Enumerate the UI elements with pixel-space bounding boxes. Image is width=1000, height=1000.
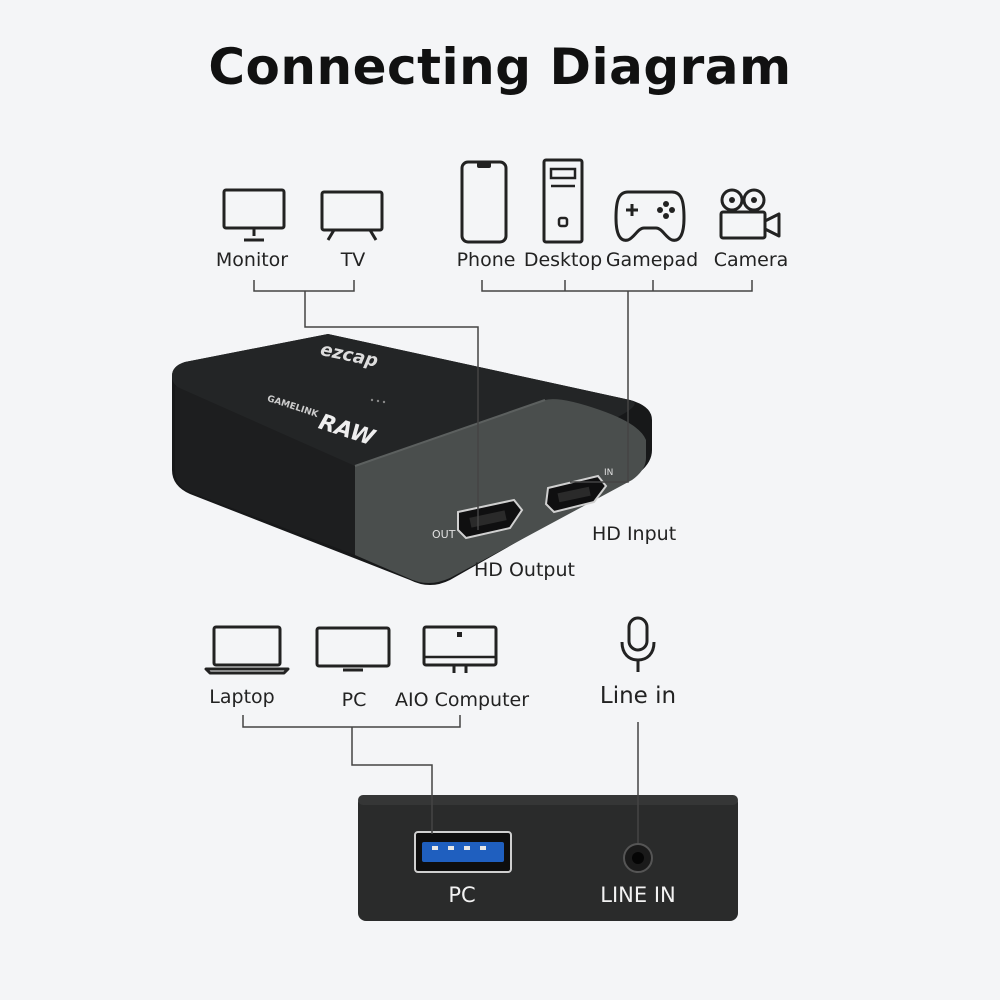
desktop-icon (542, 158, 584, 244)
tv-label: TV (340, 249, 366, 271)
camera-icon (718, 188, 782, 242)
line-in-audio-label: Line in (599, 683, 677, 709)
rear-panel-body (358, 795, 738, 921)
hd-input-label: HD Input (592, 523, 677, 545)
microphone-icon (618, 616, 658, 674)
camera-label: Camera (713, 249, 789, 271)
output-connector-line (253, 280, 479, 530)
line-in-jack (623, 843, 653, 873)
aio-computer-label: AIO Computer (394, 689, 530, 711)
pc-label: PC (341, 689, 367, 711)
usb-port-label: PC (448, 883, 476, 907)
input-connector-line (481, 280, 753, 483)
pc-monitor-icon (315, 626, 391, 674)
phone-label: Phone (456, 249, 516, 271)
out-port-tag: OUT (432, 528, 456, 541)
pc-connector-line (242, 715, 461, 834)
in-port-tag: IN (604, 468, 614, 478)
line-in-port-label: LINE IN (600, 883, 676, 907)
monitor-icon (222, 188, 286, 244)
gamepad-icon (614, 188, 686, 244)
laptop-label: Laptop (209, 686, 275, 708)
tv-icon (320, 190, 384, 244)
hd-output-label: HD Output (474, 559, 575, 581)
diagram-title: Connecting Diagram (208, 38, 792, 96)
usb-port (414, 831, 512, 873)
laptop-icon (204, 625, 290, 675)
capture-card-top (172, 334, 635, 494)
phone-icon (460, 160, 508, 244)
desktop-label: Desktop (523, 249, 603, 271)
aio-computer-icon (422, 625, 498, 675)
capture-card-front-panel (355, 399, 646, 583)
gamepad-label: Gamepad (605, 249, 699, 271)
hdmi-in-port (544, 474, 608, 514)
monitor-label: Monitor (215, 249, 289, 271)
